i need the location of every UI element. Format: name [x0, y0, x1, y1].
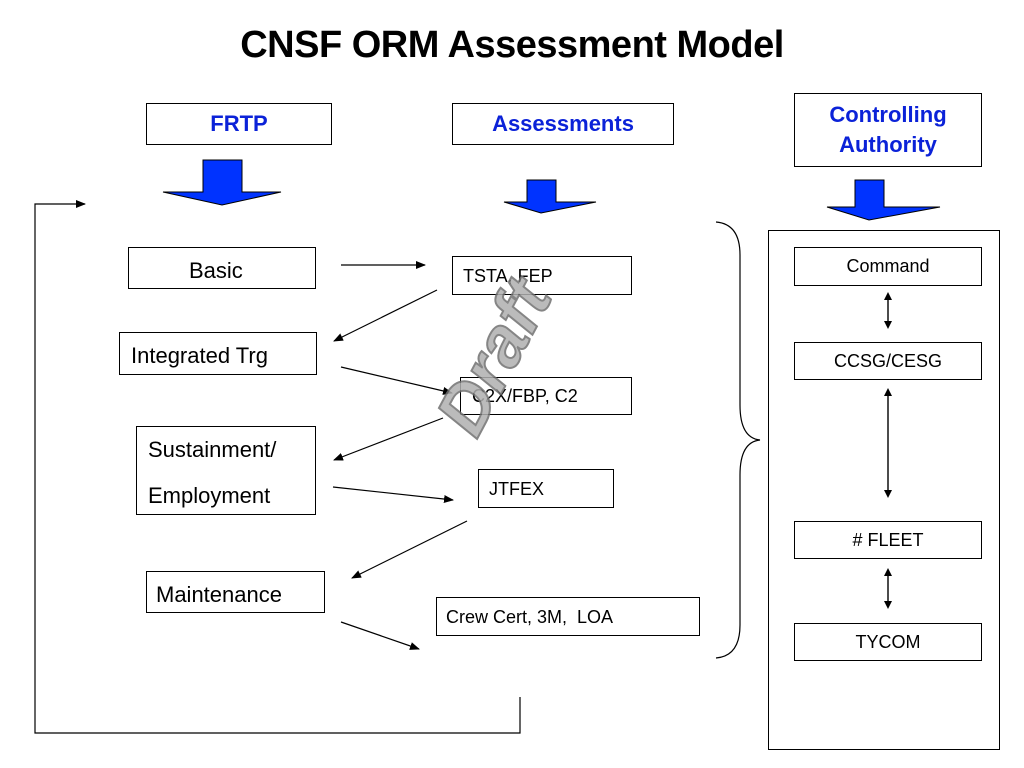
phase-employment-label: Employment [148, 483, 271, 508]
page-title: CNSF ORM Assessment Model [240, 24, 784, 66]
assessment-tsta-fep: TSTA, FEP [452, 256, 632, 295]
flow-arrow-employment-to-jtfex [332, 486, 454, 504]
authority-tycom: TYCOM [794, 623, 982, 661]
assessment-crew-cert: Crew Cert, 3M, LOA [436, 597, 700, 636]
flow-arrow-maintenance-to-crew-cert [340, 621, 420, 650]
flow-arrow-tsta-to-integrated [333, 289, 438, 342]
assessment-c2x: C2X/FBP, C2 [460, 377, 632, 415]
controlling-authority-line2: Authority [839, 132, 937, 157]
phase-sustainment-employment: Sustainment/ Employment [136, 426, 316, 515]
assessments-down-block-arrow [503, 179, 597, 214]
flow-arrow-c2x-to-sustainment [333, 417, 444, 461]
authority-ccsg-cesg: CCSG/CESG [794, 342, 982, 380]
authority-tycom-label: TYCOM [855, 631, 921, 652]
phase-sustainment-label: Sustainment/ [148, 437, 277, 462]
assessment-c2x-label: C2X/FBP, C2 [472, 386, 578, 406]
assessment-tsta-fep-label: TSTA, FEP [463, 266, 553, 286]
phase-integrated-trg-label: Integrated Trg [131, 343, 268, 368]
frtp-down-block-arrow [162, 159, 282, 206]
authority-fleet: # FLEET [794, 521, 982, 559]
controlling-authority-line1: Controlling [829, 102, 947, 127]
phase-integrated-trg: Integrated Trg [119, 332, 317, 375]
authority-fleet-label: # FLEET [852, 529, 924, 550]
frtp-header-label: FRTP [210, 111, 268, 136]
assessments-header-label: Assessments [492, 111, 634, 136]
feedback-loop-line [34, 200, 521, 734]
frtp-header: FRTP [146, 103, 332, 145]
phase-basic: Basic [128, 247, 316, 289]
flow-arrow-integrated-to-c2x [340, 366, 453, 395]
assessments-header: Assessments [452, 103, 674, 145]
flow-arrow-jtfex-to-maintenance [351, 520, 468, 579]
authority-ccsg-cesg-label: CCSG/CESG [833, 350, 943, 371]
assessments-brace [715, 221, 761, 659]
authority-command-label: Command [846, 256, 930, 276]
assessment-jtfex-label: JTFEX [489, 479, 545, 499]
phase-maintenance-label: Maintenance [156, 582, 282, 607]
assessment-jtfex: JTFEX [478, 469, 614, 508]
authority-command: Command [794, 247, 982, 286]
assessment-crew-cert-label: Crew Cert, 3M, LOA [446, 607, 614, 627]
controlling-authority-header: Controlling Authority [794, 93, 982, 167]
phase-basic-label: Basic [189, 258, 243, 283]
authority-down-block-arrow [826, 179, 941, 221]
phase-maintenance: Maintenance [146, 571, 325, 613]
